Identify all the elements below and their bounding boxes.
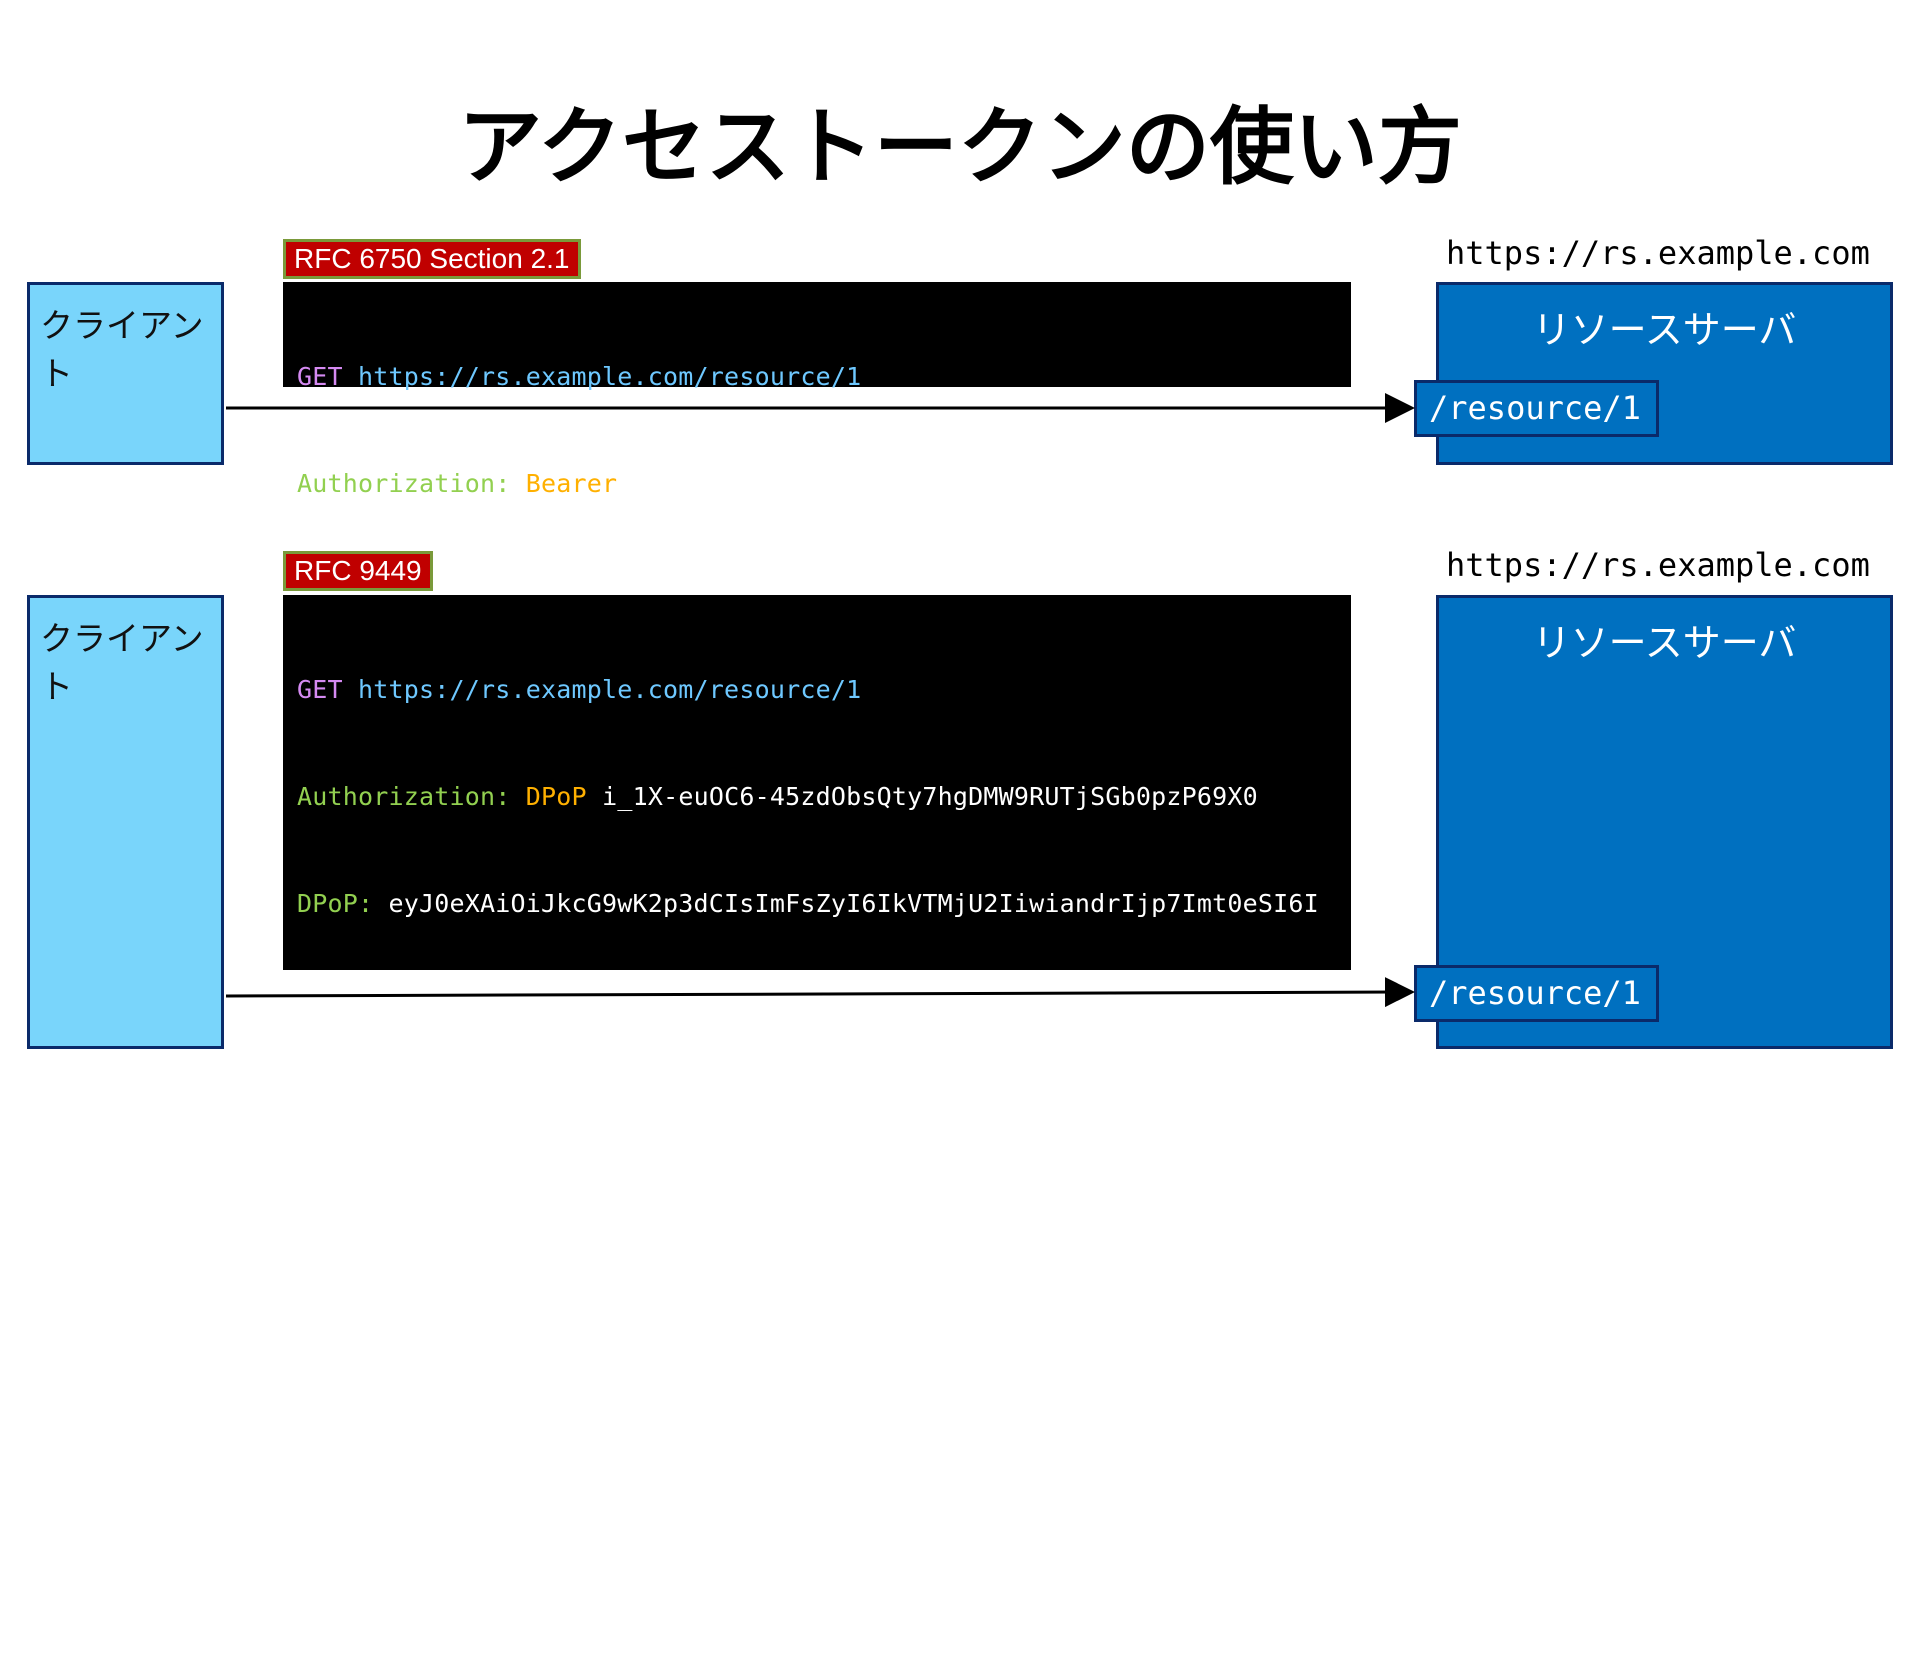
server-url: https://rs.example.com [1446,546,1870,584]
auth-header-name: Authorization: [297,469,511,498]
request-line: GET https://rs.example.com/resource/1 [297,673,1351,707]
dpop-proof-line: hkuM0SN4CHUbPe5xaxuZBLHZNfTtRJjpSb_6P-ut… [297,1603,1258,1632]
dpop-proof-line: DPoP: eyJ0eXAiOiJkcG9wK2p3dCIsImFsZyI6Ik… [297,887,1351,921]
access-token: i_1X-euOC6-45zdObsQty7hgDMW9RUTjSGb0pzP6… [602,782,1258,811]
client-box-bearer: クライアント [27,282,224,465]
page-title: アクセストークンの使い方 [458,98,1462,196]
rfc-6750-label: RFC 6750 Section 2.1 [283,239,581,279]
authorization-line: Authorization: DPoP i_1X-euOC6-45zdObsQt… [297,780,1351,814]
dpop-header-name: DPoP: [297,889,374,918]
auth-header-name: Authorization: [297,782,511,811]
server-label: リソースサーバ [1532,308,1797,352]
resource-server-box-bearer: リソースサーバ [1436,282,1893,465]
request-url: https://rs.example.com/resource/1 [358,362,862,391]
request-line: GET https://rs.example.com/resource/1 [297,360,1351,394]
dpop-proof-text: eyJ0eXAiOiJkcG9wK2p3dCIsImFsZyI6IkVTMjU2… [388,889,1319,918]
access-token: i_1X-euOC6-45zdObsQty7hgDMW9RUTjSGb0pzP6… [632,469,1289,498]
resource-endpoint: /resource/1 [1414,965,1659,1022]
request-url: https://rs.example.com/resource/1 [358,675,862,704]
dpop-proof-line: TVBBNTI3NnBjelR0cHpVMjhMRzltQWRVeXdIa2dV… [297,1501,1319,1530]
bearer-request-block: GET https://rs.example.com/resource/1 Au… [283,282,1351,498]
dpop-request-arrow [225,977,1415,1008]
server-url: https://rs.example.com [1446,234,1870,272]
authorization-line: Authorization: Bearer i_1X-euOC6-45zdObs… [297,467,1351,501]
resource-endpoint: /resource/1 [1414,380,1659,437]
dpop-proof-line: NDhMV2RTM1Q5bTZtMW1QNFZUY2o5dXNvU0JuQ1Fr… [297,1093,1319,1122]
auth-scheme: Bearer [525,469,618,498]
dpop-proof-line: S9yZXNvdXJjZS8xIiwiaWF0IjoxNzU0MDMxMzU1L… [297,1399,1319,1428]
http-method: GET [297,675,343,704]
server-label: リソースサーバ [1532,621,1797,665]
rfc-9449-label: RFC 9449 [283,551,433,591]
client-label: クライアント [40,306,204,393]
client-label: クライアント [40,619,204,706]
http-method: GET [297,362,343,391]
dpop-proof-line: l1bG0yWmMzIiwiaHRtIjoiR0VUIiwiaHR1IjoiaH… [297,1297,1319,1326]
client-box-dpop: クライアント [27,595,224,1049]
auth-scheme: DPoP [525,782,587,811]
request-arrows [225,393,1415,1008]
dpop-proof-line: YbVh5ZGxFWDRwZTlsTmUtUEJjb3pBOG43eThYVEU… [297,1195,1319,1224]
